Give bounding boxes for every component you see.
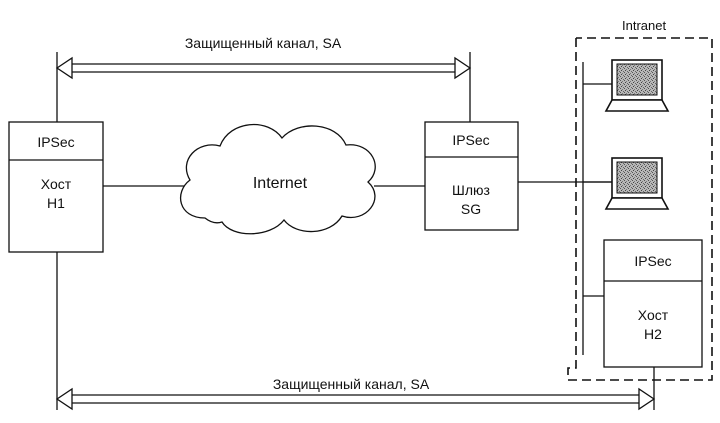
arrow-left-head <box>55 56 73 80</box>
channel-top-label: Защищенный канал, SA <box>185 35 342 51</box>
intranet-boundary <box>567 37 713 381</box>
secure-channel-top: Защищенный канал, SA <box>55 35 472 122</box>
host-h2-protocol: IPSec <box>634 253 671 269</box>
host-h1-line1: Хост <box>41 176 72 192</box>
host-h1: IPSec Хост H1 <box>8 121 104 253</box>
host-h1-protocol: IPSec <box>37 134 74 150</box>
gateway-sg-protocol: IPSec <box>452 132 489 148</box>
gateway-sg-line2: SG <box>461 201 481 217</box>
cloud-label: Internet <box>253 175 308 192</box>
gateway-sg-line1: Шлюз <box>452 182 490 198</box>
intranet-label: Intranet <box>622 18 666 33</box>
intranet-zone: Intranet <box>567 18 713 381</box>
computer-icon <box>604 59 670 112</box>
arrow-left-head <box>55 387 73 411</box>
channel-bottom-label: Защищенный канал, SA <box>273 376 430 392</box>
host-h2: IPSec Хост H2 <box>603 239 703 368</box>
internet-cloud: Internet <box>180 124 376 235</box>
arrow-right-head <box>454 56 472 80</box>
computer-icon <box>604 157 670 210</box>
host-h2-line1: Хост <box>638 307 669 323</box>
gateway-sg: IPSec Шлюз SG <box>424 121 519 231</box>
host-h1-line2: H1 <box>47 195 65 211</box>
host-h1-box <box>8 121 104 253</box>
arrow-right-head <box>638 387 656 411</box>
secure-channel-bottom: Защищенный канал, SA <box>55 252 656 411</box>
host-h2-line2: H2 <box>644 326 662 342</box>
cloud-icon <box>180 124 376 235</box>
gateway-sg-box <box>424 121 519 231</box>
host-h2-box <box>603 239 703 368</box>
